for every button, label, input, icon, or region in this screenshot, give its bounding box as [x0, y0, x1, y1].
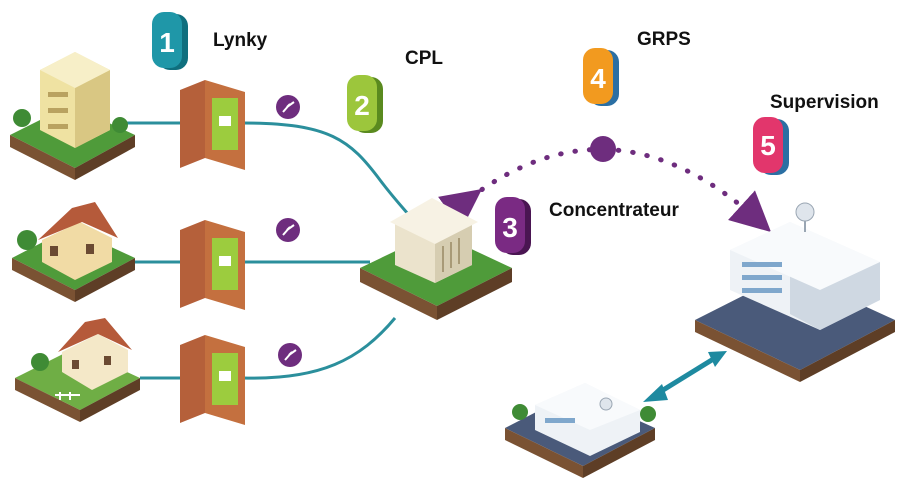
- concentrator-icon: [360, 198, 512, 320]
- meter-icon-3: [180, 335, 245, 425]
- label-cpl: CPL: [405, 48, 443, 69]
- step-badge-3-fill: [495, 197, 525, 253]
- meter-icon-1: [180, 80, 245, 170]
- label-lynky: Lynky: [213, 30, 268, 51]
- step-badge-4: 4: [583, 48, 619, 106]
- step-badge-3-number: 3: [502, 212, 518, 243]
- cable-lines: [125, 121, 417, 380]
- step-badge-1: 1: [152, 12, 188, 70]
- step-badge-5-fill: [753, 117, 783, 173]
- step-badge-5-number: 5: [760, 130, 776, 161]
- label-grps: GRPS: [637, 29, 691, 50]
- label-supervision: Supervision: [770, 92, 879, 113]
- step-badge-2-fill: [347, 75, 377, 131]
- signal-icon-1: [276, 95, 300, 119]
- signal-icon-2: [276, 218, 300, 242]
- cable-meter1-to-concentrator: [242, 121, 417, 223]
- bidirectional-arrow-icon: [643, 351, 727, 402]
- step-badge-4-number: 4: [590, 63, 606, 94]
- house-icon: [12, 202, 135, 302]
- step-badge-5: 5: [753, 117, 789, 175]
- step-badge-2-number: 2: [354, 90, 370, 121]
- step-badge-4-fill: [583, 48, 613, 104]
- remote-site-building-icon: [505, 383, 656, 478]
- step-badge-1-fill: [152, 12, 182, 68]
- gprs-signal-icon: [590, 136, 616, 162]
- step-badge-1-number: 1: [159, 27, 175, 58]
- cable-meter3-to-concentrator: [242, 317, 397, 380]
- apartment-building-icon: [10, 52, 135, 180]
- gprs-dotted-link: [438, 147, 772, 233]
- step-badge-3: 3: [495, 197, 531, 255]
- supervision-building-icon: [695, 202, 895, 382]
- large-house-icon: [15, 318, 140, 422]
- signal-icon-3: [278, 343, 302, 367]
- label-concentrateur: Concentrateur: [549, 200, 679, 221]
- meter-icon-2: [180, 220, 245, 310]
- step-badge-2: 2: [347, 75, 383, 133]
